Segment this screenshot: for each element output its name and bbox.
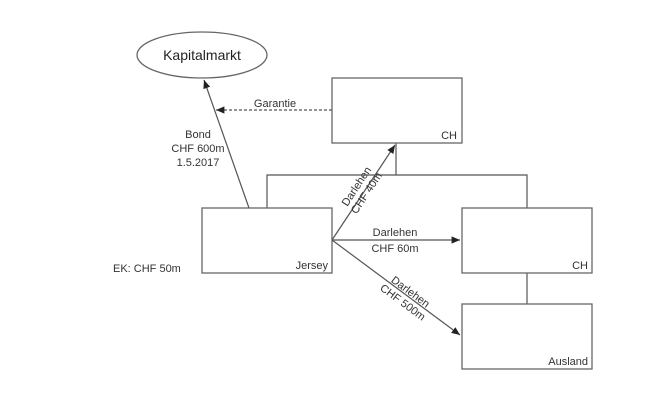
- ek-label: EK: CHF 50m: [113, 263, 181, 275]
- ausland-box: [461, 303, 593, 370]
- darlehen-500-arrow: [331, 239, 461, 336]
- bond-arrow: [203, 79, 250, 209]
- darlehen-60-label-line: Darlehen: [373, 227, 418, 239]
- bond-label-line: 1.5.2017: [177, 157, 220, 169]
- kapitalmarkt-node: [136, 31, 268, 79]
- bond-label: Bond CHF 600m 1.5.2017: [171, 129, 224, 169]
- jersey-label: Jersey: [296, 260, 329, 272]
- ch-right-box: [461, 207, 593, 274]
- ch-top-label: CH: [441, 130, 457, 142]
- darlehen-60-label-line: CHF 60m: [371, 243, 418, 255]
- ownership-bracket: [266, 174, 528, 208]
- kapitalmarkt-label: Kapitalmarkt: [163, 47, 241, 63]
- ch-right-label: CH: [572, 260, 588, 272]
- jersey-box: [201, 207, 333, 274]
- ausland-label: Ausland: [548, 356, 588, 368]
- darlehen-40-arrow: [331, 144, 396, 241]
- darlehen-60-label: Darlehen CHF 60m: [371, 227, 418, 255]
- darlehen-40-label: Darlehen CHF 40m: [340, 165, 385, 216]
- garantie-label: Garantie: [254, 98, 296, 110]
- ch-top-box: [331, 77, 463, 144]
- bond-label-line: Bond: [185, 129, 211, 141]
- bond-label-line: CHF 600m: [171, 143, 224, 155]
